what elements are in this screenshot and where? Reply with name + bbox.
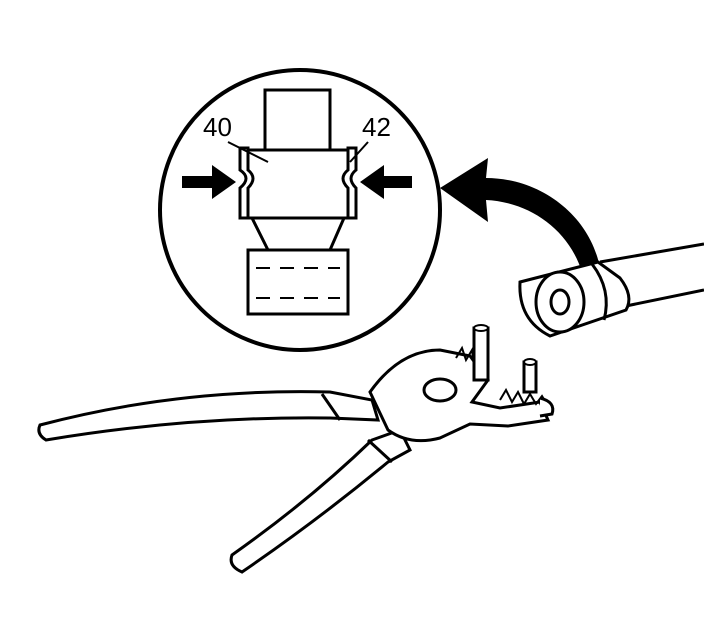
detail-view: 40 42	[158, 68, 442, 352]
pliers-lower-handle	[229, 428, 412, 574]
pliers-upper-grip-edge	[320, 393, 342, 421]
pliers-upper-post	[472, 326, 490, 382]
callout-leader-42	[349, 141, 369, 163]
callout-label-40: 40	[203, 112, 232, 142]
callout-label-42: 42	[362, 112, 391, 142]
fitting-bore	[549, 288, 571, 316]
pliers-lower-post-top	[523, 358, 537, 366]
hose-line	[599, 242, 704, 264]
fitting-taper	[249, 216, 347, 252]
crimp-right-wall	[341, 146, 358, 220]
crimp-left-wall	[238, 146, 255, 220]
pliers-lower-post	[522, 360, 538, 394]
callout-leader-40	[227, 141, 269, 163]
curved-arrow-icon	[440, 158, 600, 272]
pliers-head	[368, 348, 551, 443]
pliers-lower-grip-edge	[366, 438, 394, 464]
hose-line-lower	[625, 288, 704, 308]
pliers-teeth-upper	[455, 345, 475, 367]
pliers-upper-post-top	[473, 324, 489, 332]
pliers-upper-handle	[37, 390, 381, 442]
fitting-ring	[590, 263, 608, 321]
hose-bottom-block	[246, 248, 350, 316]
hose-assembly	[518, 242, 704, 338]
pliers-pivot-icon	[422, 377, 458, 403]
arrow-left-icon	[360, 165, 412, 199]
arrow-right-icon	[182, 165, 236, 199]
fitting-top-block	[263, 88, 332, 154]
crimping-pliers	[37, 324, 555, 574]
pliers-jaw-tip	[539, 396, 555, 418]
